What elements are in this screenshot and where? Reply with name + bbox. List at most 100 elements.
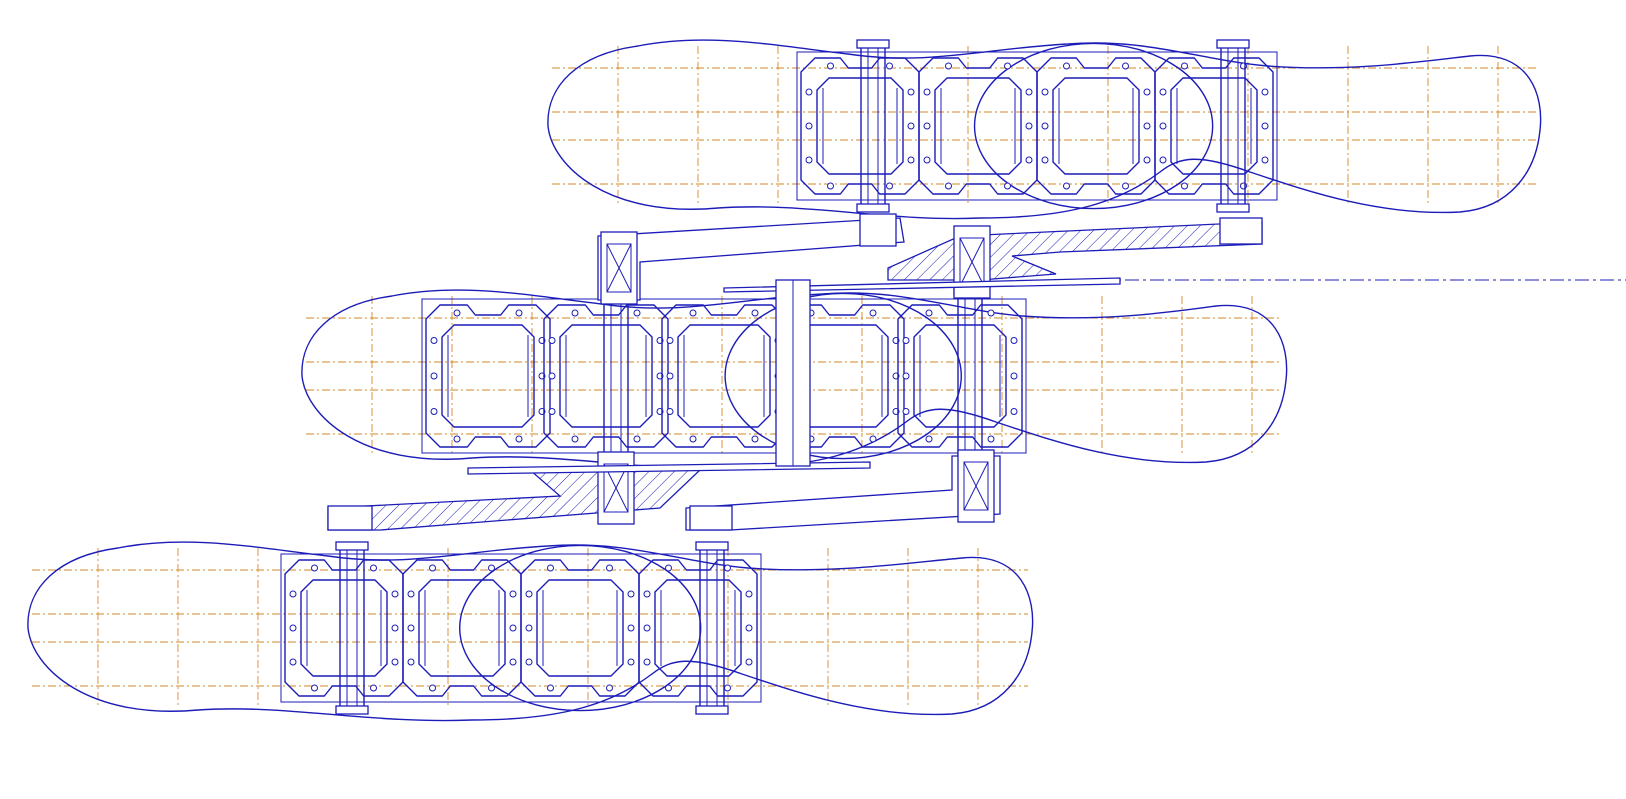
frame-modules	[284, 559, 758, 697]
frame-modules	[800, 57, 1274, 195]
bolt-hole	[751, 309, 759, 317]
frame-module-outer	[779, 304, 905, 448]
bolt-hole	[548, 408, 556, 415]
bolt-hole	[548, 372, 556, 380]
bolt-hole	[643, 658, 651, 666]
shaft-cap	[1216, 39, 1250, 49]
bolt-hole	[745, 658, 753, 666]
bolt-hole	[665, 564, 672, 572]
shaft-cap	[1216, 203, 1250, 213]
bolt-hole	[643, 590, 651, 598]
frame-module-inner	[1052, 77, 1140, 175]
bolt-hole	[987, 309, 995, 317]
bearing-cross	[959, 237, 985, 287]
lower-foot-assembly	[27, 541, 1034, 722]
bolt-hole	[571, 435, 579, 443]
sole-overlap-outline	[973, 42, 1214, 210]
frame-module-inner	[418, 579, 506, 677]
pivot-shaft	[699, 547, 725, 709]
frame-module-inner	[441, 324, 535, 428]
bolt-hole	[902, 408, 910, 415]
bolt-hole	[1261, 88, 1269, 96]
frame-module-outer	[638, 559, 758, 697]
frame-module-inner	[677, 324, 771, 428]
bearing-race	[603, 463, 629, 513]
bolt-hole	[902, 337, 910, 344]
bolt-hole	[509, 624, 517, 632]
frame-module-inner	[1170, 77, 1258, 175]
shaft-cap	[335, 541, 369, 551]
bolt-hole	[627, 590, 635, 598]
bolt-hole	[509, 590, 517, 598]
bolt-hole	[1025, 122, 1033, 130]
bearing-race	[606, 243, 632, 293]
bolt-hole	[751, 435, 759, 443]
bearing-cross	[606, 243, 632, 293]
bolt-hole	[1010, 372, 1018, 380]
bolt-hole	[606, 564, 613, 572]
bolt-hole	[547, 564, 554, 572]
bolt-hole	[1025, 156, 1033, 164]
shaft-cap	[856, 203, 890, 213]
bolt-hole	[666, 408, 674, 415]
bolt-hole	[509, 658, 517, 666]
bolt-hole	[429, 564, 436, 572]
sole-outline	[547, 39, 1542, 220]
bolt-hole	[1181, 62, 1188, 70]
bolt-hole	[805, 88, 813, 96]
bolt-hole	[945, 62, 952, 70]
bolt-hole	[666, 372, 674, 380]
bolt-hole	[515, 309, 523, 317]
frame-module-inner	[300, 579, 388, 677]
bolt-hole	[525, 658, 533, 666]
bolt-hole	[869, 309, 877, 317]
bolt-hole	[370, 564, 377, 572]
frame-housing	[796, 51, 1278, 201]
bearing-cross	[963, 461, 989, 511]
arm-hatched-section	[327, 467, 702, 531]
bolt-hole	[430, 372, 438, 380]
bolt-hole	[923, 88, 931, 96]
frame-module-inner	[816, 77, 904, 175]
bolt-hole	[945, 182, 952, 190]
bolt-hole	[886, 62, 893, 70]
bolt-hole	[907, 88, 915, 96]
bolt-hole	[1010, 337, 1018, 344]
frame-housing	[421, 298, 1027, 454]
frame-housing	[280, 553, 762, 703]
arm-end-boss	[689, 505, 733, 531]
bolt-hole	[923, 156, 931, 164]
bearing-race	[963, 461, 989, 511]
bolt-hole	[869, 435, 877, 443]
bolt-hole	[1143, 122, 1151, 130]
bolt-hole	[311, 684, 318, 692]
bolt-hole	[643, 624, 651, 632]
pivot-shaft	[860, 45, 886, 207]
bolt-hole	[923, 122, 931, 130]
bolt-hole	[987, 435, 995, 443]
bolt-hole	[1122, 62, 1129, 70]
frame-module-inner	[934, 77, 1022, 175]
bolt-hole	[1063, 62, 1070, 70]
bolt-hole	[689, 309, 697, 317]
bolt-hole	[633, 309, 641, 317]
bolt-hole	[606, 684, 613, 692]
bolt-hole	[488, 564, 495, 572]
shaft-cap	[335, 705, 369, 715]
bolt-hole	[1004, 182, 1011, 190]
bolt-hole	[724, 684, 731, 692]
lower-hub-disk	[467, 461, 871, 475]
frame-modules	[425, 304, 1023, 448]
bolt-hole	[311, 564, 318, 572]
bolt-hole	[407, 658, 415, 666]
bolt-hole	[429, 684, 436, 692]
bolt-hole	[902, 372, 910, 380]
bolt-hole	[430, 408, 438, 415]
bolt-hole	[407, 590, 415, 598]
pivot-shaft	[339, 547, 365, 709]
bolt-hole	[1181, 182, 1188, 190]
frame-module-outer	[897, 304, 1023, 448]
bolt-hole	[391, 590, 399, 598]
arm-plate	[597, 217, 905, 301]
